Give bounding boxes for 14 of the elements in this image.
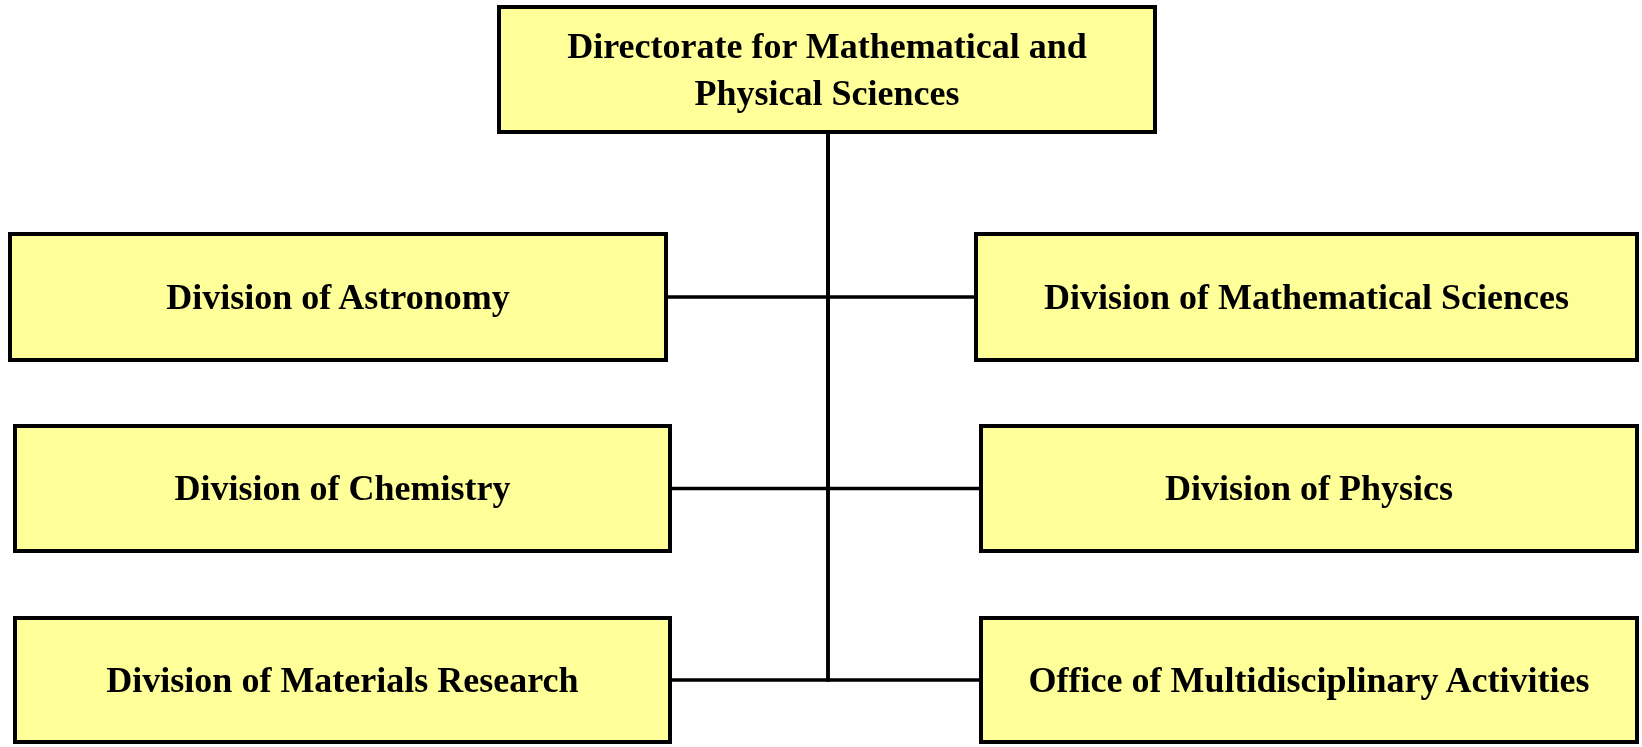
box-label: Division of Physics	[1164, 467, 1453, 511]
box-label: Directorate for Mathematical and Physical Sciences	[566, 24, 1088, 115]
org-box	[13, 424, 672, 553]
box-label: Division of Materials Research	[106, 658, 579, 702]
org-box	[979, 424, 1639, 553]
org-box	[13, 616, 672, 744]
org-box	[497, 5, 1157, 134]
org-box	[8, 232, 668, 362]
box-label: Division of Astronomy	[166, 275, 510, 319]
box-label: Division of Chemistry	[174, 467, 511, 511]
org-box	[979, 616, 1639, 744]
org-box	[974, 232, 1639, 362]
box-label: Office of Multidisciplinary Activities	[1028, 658, 1590, 702]
box-label: Division of Mathematical Sciences	[1044, 275, 1569, 319]
